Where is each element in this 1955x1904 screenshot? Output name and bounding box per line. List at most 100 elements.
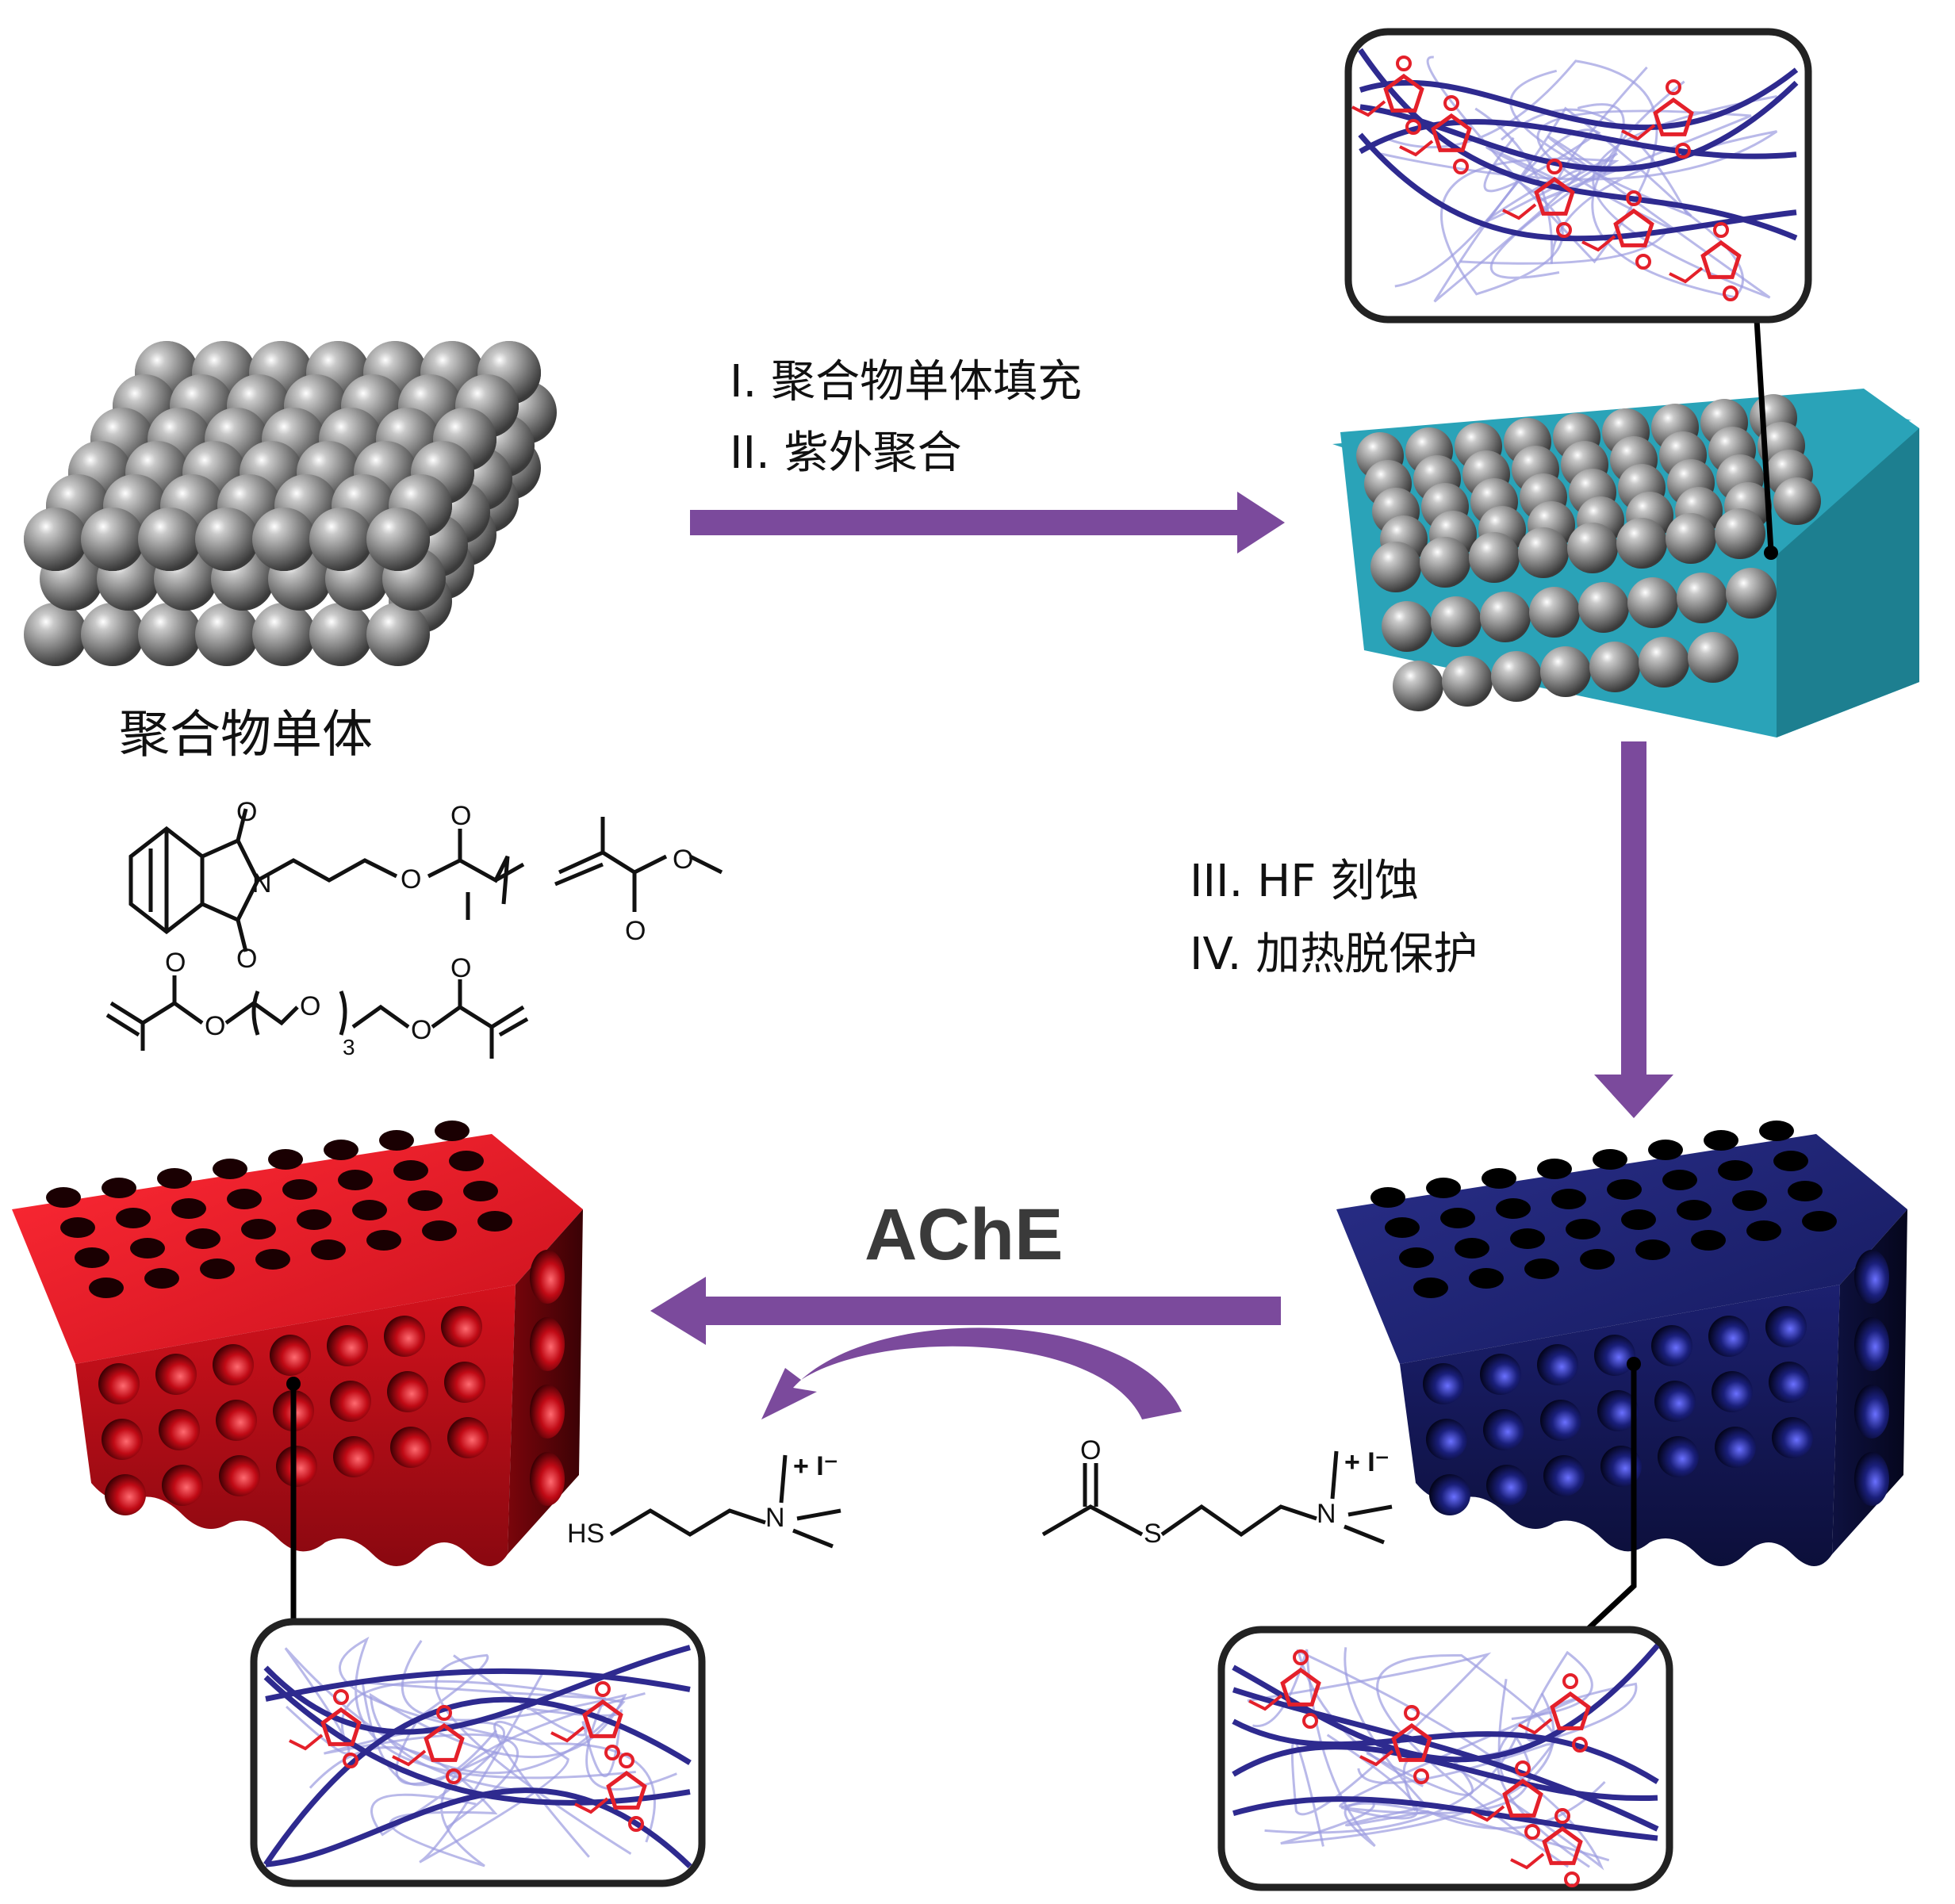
embedded-sphere [1370, 542, 1421, 592]
surface-pore [422, 1220, 457, 1241]
template-sphere [252, 603, 316, 666]
polymer-chain-thin [1387, 56, 1658, 264]
surface-pore [1788, 1181, 1823, 1201]
cross-section-pore [441, 1306, 482, 1347]
template-sphere [195, 508, 259, 571]
atom-o-5: O [673, 845, 693, 875]
cross-section-pore [216, 1400, 257, 1441]
step-label-uv-polymerization: II. 紫外聚合 [730, 427, 962, 479]
template-sphere [138, 603, 201, 666]
template-sphere [81, 603, 144, 666]
cross-section-pore [276, 1446, 317, 1487]
cross-section-pore [1765, 1306, 1807, 1347]
cross-section-pore [387, 1371, 428, 1412]
surface-pore [324, 1140, 358, 1160]
cross-section-pore [1715, 1427, 1756, 1468]
cross-section-pore [1712, 1371, 1753, 1412]
carbonyl-oxygen [1404, 1705, 1420, 1721]
maleimide-ring [1700, 239, 1742, 279]
surface-pore [1399, 1247, 1434, 1268]
surface-pore [449, 1151, 484, 1171]
side-pore [530, 1250, 565, 1304]
surface-pore [116, 1208, 151, 1228]
step-label-monomer-infiltration: I. 聚合物单体填充 [730, 356, 1083, 408]
surface-pore [255, 1249, 290, 1270]
carbonyl-oxygen [619, 1753, 634, 1768]
surface-pore [89, 1278, 124, 1298]
polymer-chain-thin [395, 1653, 632, 1855]
carbonyl-oxygen [1635, 254, 1651, 270]
polymer-chain [265, 1787, 692, 1868]
cross-section-pore [219, 1455, 260, 1496]
carbonyl-oxygen [1572, 1737, 1588, 1753]
repeat-n: 3 [343, 1035, 355, 1059]
surface-pore [1385, 1217, 1420, 1238]
atom-o-3: O [401, 864, 421, 895]
surface-pore [338, 1170, 373, 1190]
cross-section-pore [162, 1465, 203, 1506]
embedded-sphere [1469, 532, 1520, 583]
acetylthiocholine-structure [1041, 1450, 1393, 1545]
carbonyl-oxygen [1524, 1824, 1540, 1840]
carbonyl-oxygen [1405, 119, 1421, 135]
protected-maleimide-methacrylate [128, 808, 525, 952]
cross-section-pore [1708, 1316, 1750, 1357]
thiocholine-charge: + I⁻ [793, 1451, 838, 1481]
carbonyl-oxygen [628, 1816, 644, 1832]
polymer-chain [1232, 1796, 1658, 1841]
surface-pore [1677, 1200, 1712, 1220]
cross-section-pore [105, 1474, 146, 1515]
enzyme-label: AChE [864, 1194, 1064, 1275]
template-sphere [252, 508, 316, 571]
atom-o-6: O [625, 916, 646, 946]
surface-pore [408, 1190, 443, 1211]
maleimide-ring [582, 1699, 623, 1738]
linker [1470, 1805, 1505, 1822]
template-sphere [195, 603, 259, 666]
blue-block-top [1336, 1134, 1907, 1364]
maleimide-ring [1391, 1722, 1432, 1762]
surface-pore [1370, 1187, 1405, 1208]
curved-reaction-arrow [761, 1327, 1182, 1419]
embedded-sphere [1616, 518, 1667, 569]
surface-pore [171, 1198, 206, 1219]
monomer-title: 聚合物单体 [119, 706, 373, 764]
cross-section-pore [98, 1363, 140, 1404]
maleimide-ring [424, 1722, 465, 1762]
embedded-sphere [1442, 656, 1493, 707]
linker [574, 1797, 609, 1814]
carbonyl-oxygen [1723, 285, 1738, 301]
red-block-side [508, 1209, 583, 1554]
side-pore [530, 1385, 565, 1439]
surface-pore [268, 1149, 303, 1170]
carbonyl-oxygen [1413, 1768, 1429, 1784]
carbonyl-oxygen [1443, 95, 1459, 111]
surface-pore [297, 1209, 332, 1230]
surface-pore [1648, 1140, 1683, 1160]
cross-section-pore [1429, 1474, 1470, 1515]
surface-pore [1662, 1170, 1697, 1190]
carbonyl-oxygen [604, 1745, 620, 1760]
carbonyl-oxygen [436, 1705, 452, 1721]
embedded-sphere [1688, 632, 1738, 683]
cross-section-pore [327, 1325, 368, 1366]
polymer-chain-thin [1344, 1647, 1606, 1830]
surface-pore [213, 1159, 247, 1179]
surface-pore [1413, 1278, 1448, 1298]
polymer-chain [1358, 132, 1797, 242]
surface-pore [1621, 1209, 1656, 1230]
red-inverse-opal-block [12, 1121, 583, 1566]
surface-pore [144, 1268, 179, 1289]
blue-block-side [1832, 1209, 1907, 1554]
embedded-sphere [1382, 601, 1432, 652]
surface-pore [1732, 1190, 1767, 1211]
cross-section-pore [1537, 1344, 1578, 1385]
polymer-chain [265, 1668, 691, 1702]
surface-pore [282, 1179, 317, 1200]
cross-section-pore [1654, 1381, 1696, 1422]
monomer-structures [105, 808, 723, 1059]
embedded-sphere [1393, 661, 1443, 711]
surface-pore [1537, 1159, 1572, 1179]
surface-pore [1496, 1198, 1531, 1219]
cross-section-pore [213, 1344, 254, 1385]
